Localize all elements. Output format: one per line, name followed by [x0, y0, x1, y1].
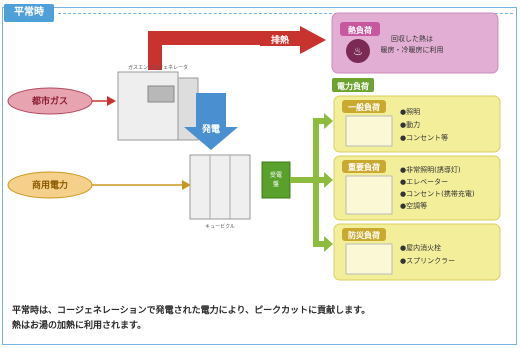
feed-2-head: [324, 172, 333, 188]
heat-load-title-bg: [340, 22, 380, 36]
hot-spring-icon-glyph: ♨: [353, 45, 363, 58]
load-item-general-2: ●コンセント等: [400, 133, 448, 142]
load-title-important: 重要負荷: [348, 162, 380, 172]
load-title-disaster: 防災負荷: [348, 230, 380, 240]
elec-load-label-bg: [332, 78, 374, 92]
load-image-general: [345, 115, 393, 147]
load-item-important-2: ●コンセント(携帯充電): [400, 189, 475, 198]
caption-line-2: 熱はお湯の加熱に利用されます。: [12, 321, 147, 331]
power-arrow-body: [196, 93, 226, 127]
heat-arrow-label-bg: [260, 32, 300, 46]
cubicle-label: キュービクル: [205, 223, 235, 230]
heat-load-text-1: 回収した熱は: [391, 34, 433, 43]
cogen-unit-label: ガスエンジンジェネレータ: [128, 64, 188, 71]
load-title-general: 一般負荷: [348, 102, 380, 112]
switchboard-label: 受電: [270, 171, 282, 179]
heat-load-title: 熱負荷: [348, 25, 372, 35]
frame-top-divider: [58, 13, 513, 14]
heat-pipe: [148, 31, 300, 70]
load-item-important-0: ●非常照明(誘導灯): [400, 165, 461, 174]
load-item-disaster-1: ●スプリンクラー: [400, 257, 455, 265]
mode-tag: 平常時: [4, 4, 54, 22]
load-item-disaster-0: ●屋内消火栓: [400, 243, 441, 252]
load-item-general-0: ●照明: [400, 108, 420, 116]
cogen-unit-panel: [147, 85, 175, 103]
grid-arrow-head: [182, 180, 191, 190]
cubicle-panel: [189, 154, 251, 220]
city-gas-label: 都市ガス: [31, 95, 68, 107]
caption-line-1: 平常時は、コージェネレーションで発電された電力により、ピークカットに貢献します。: [12, 306, 371, 316]
load-title-bg-general: [342, 100, 386, 113]
feed-3-head: [324, 236, 333, 252]
load-item-important-3: ●空調等: [400, 201, 427, 210]
load-item-general-1: ●動力: [400, 120, 420, 129]
heat-arrow-label: 排熱: [271, 34, 289, 46]
hot-spring-icon: [346, 39, 370, 63]
heat-arrow-head: [300, 26, 326, 54]
heat-load-text-2: 暖房・冷暖房に利用: [381, 45, 444, 54]
load-title-bg-important: [342, 160, 386, 173]
switchboard: [261, 161, 291, 199]
power-arrow-head: [184, 127, 238, 150]
load-image-disaster: [345, 243, 393, 275]
grid-power-label: 商用電力: [32, 179, 68, 191]
feed-1-head: [324, 113, 333, 129]
gas-arrow-head: [107, 96, 116, 106]
load-title-bg-disaster: [342, 228, 386, 241]
load-image-important: [345, 175, 393, 215]
switchboard-label-2: 盤: [273, 180, 279, 188]
elec-load-label: 電力負荷: [337, 81, 369, 91]
power-arrow-label: 発電: [201, 123, 220, 135]
load-item-important-1: ●エレベーター: [400, 177, 448, 186]
grid-power-oval: [7, 171, 93, 199]
cogen-unit: [117, 71, 179, 141]
city-gas-oval: [7, 87, 93, 115]
